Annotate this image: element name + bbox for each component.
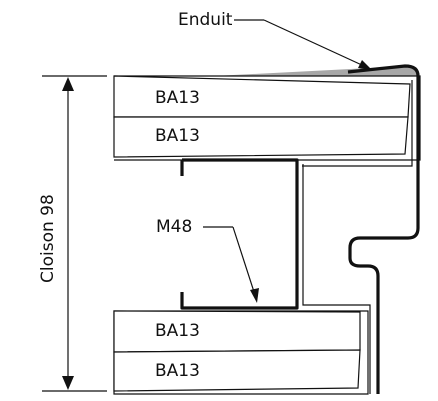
label-board-top-outer: BA13 <box>155 88 200 108</box>
label-board-top-inner: BA13 <box>155 126 200 146</box>
inner-return-line <box>302 80 413 394</box>
label-board-bottom-inner: BA13 <box>155 321 200 341</box>
stud-profile-m48 <box>180 158 299 310</box>
label-enduit: Enduit <box>178 10 233 30</box>
board-top-inner <box>113 116 409 158</box>
enduit-leader <box>234 19 372 70</box>
label-m48: M48 <box>156 217 192 237</box>
label-board-bottom-outer: BA13 <box>155 361 200 381</box>
m48-leader <box>203 226 259 303</box>
label-cloison: Cloison 98 <box>38 194 58 283</box>
dimension-line <box>62 77 74 390</box>
board-bottom-inner <box>113 310 361 392</box>
outer-channel-profile <box>347 64 420 394</box>
